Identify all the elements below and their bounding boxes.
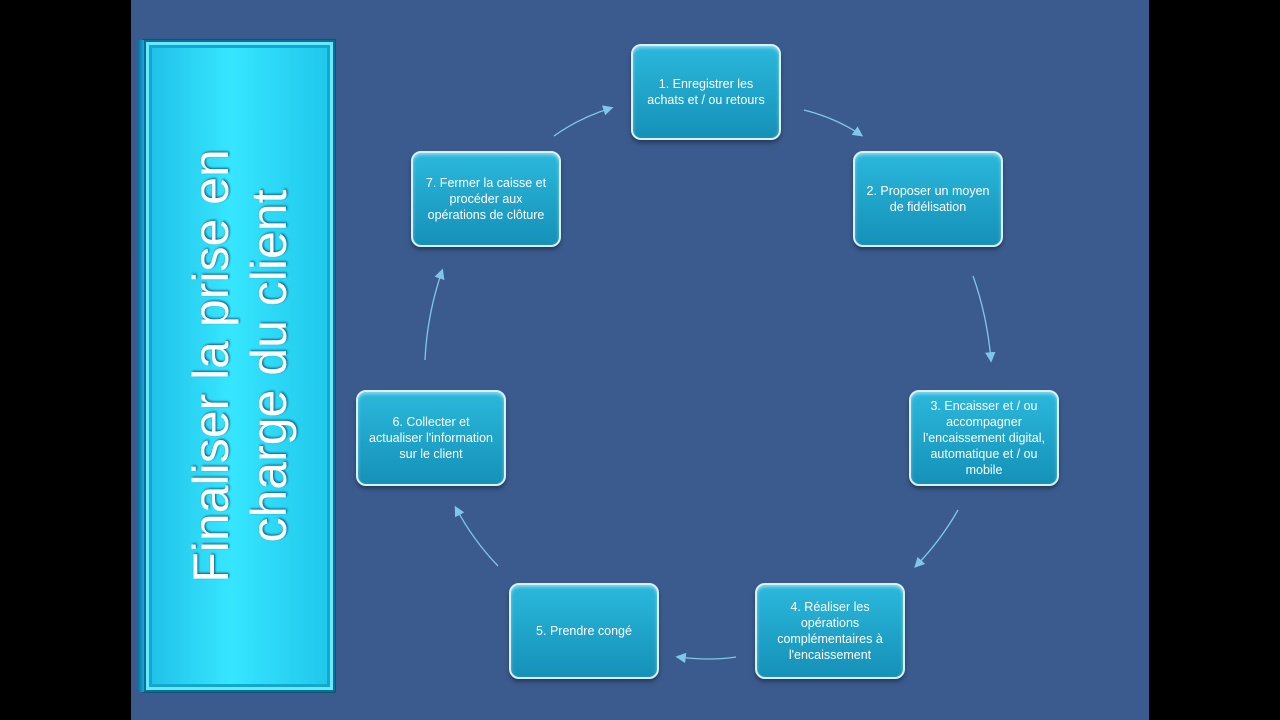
step-5-label: 5. Prendre congé xyxy=(536,624,632,638)
step-6-label: 6. Collecter et actualiser l'information… xyxy=(369,415,493,461)
cycle-connectors xyxy=(424,105,996,664)
slide: Finaliser la prise en charge du client 1… xyxy=(131,0,1149,720)
step-7-label: 7. Fermer la caisse et procéder aux opér… xyxy=(425,176,547,222)
arrow-1-to-2 xyxy=(803,109,864,137)
step-2-label: 2. Proposer un moyen de fidélisation xyxy=(866,184,990,214)
step-4-box: 4. Réaliser les opérations complémentair… xyxy=(755,583,905,679)
step-3-box: 3. Encaisser et / ou accompagner l'encai… xyxy=(909,390,1059,486)
step-5-box: 5. Prendre congé xyxy=(509,583,659,679)
step-7-box: 7. Fermer la caisse et procéder aux opér… xyxy=(411,151,561,247)
arrow-2-to-3 xyxy=(972,275,996,363)
step-2-box: 2. Proposer un moyen de fidélisation xyxy=(853,151,1003,247)
title-panel: Finaliser la prise en charge du client xyxy=(138,40,335,692)
arrow-7-to-1 xyxy=(553,105,614,137)
arrow-5-to-6 xyxy=(454,505,499,567)
arrow-4-to-5 xyxy=(675,652,737,664)
step-3-label: 3. Encaisser et / ou accompagner l'encai… xyxy=(923,399,1045,477)
arrow-6-to-7 xyxy=(424,268,445,361)
arrow-3-to-4 xyxy=(914,509,959,568)
step-6-box: 6. Collecter et actualiser l'information… xyxy=(356,390,506,486)
step-1-box: 1. Enregistrer les achats et / ou retour… xyxy=(631,44,781,140)
step-1-label: 1. Enregistrer les achats et / ou retour… xyxy=(647,77,765,107)
step-4-label: 4. Réaliser les opérations complémentair… xyxy=(777,600,883,662)
